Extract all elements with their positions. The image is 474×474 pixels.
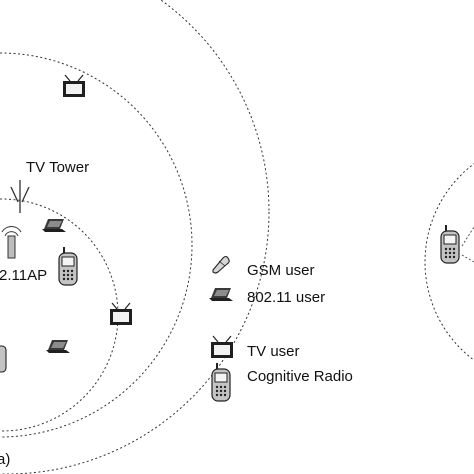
legend-label-gsm: GSM user [247,262,315,279]
legend-label-tv: TV user [247,343,300,360]
laptop-icon [209,288,233,301]
gsm-phone-icon [212,255,230,274]
tv-coverage-ring [0,0,270,474]
tv-user-icon [62,74,86,98]
legend: GSM user 802.11 user TV user Cognitive R… [209,255,353,402]
access-point-icon [1,226,22,259]
laptop-user-icon [42,219,66,232]
tv-user-icon [109,302,133,326]
legend-label-cognitive-radio: Cognitive Radio [247,368,353,385]
legend-label-80211: 802.11 user [247,289,325,306]
access-point-label: 2.11AP [0,267,47,284]
remote-link-lines [461,226,474,263]
cognitive-radio-icon [440,224,460,264]
cognitive-radio-icon [0,345,7,373]
ap-coverage-ring [0,198,119,432]
cognitive-radio-icon [211,362,231,402]
tv-tower-icon [10,180,30,213]
laptop-user-icon [46,340,70,353]
cognitive-radio-icon [58,246,78,286]
tv-icon [210,335,234,359]
inner-coverage-ring [0,52,193,438]
panel-label: a) [0,451,10,468]
tv-tower-label: TV Tower [26,159,89,176]
